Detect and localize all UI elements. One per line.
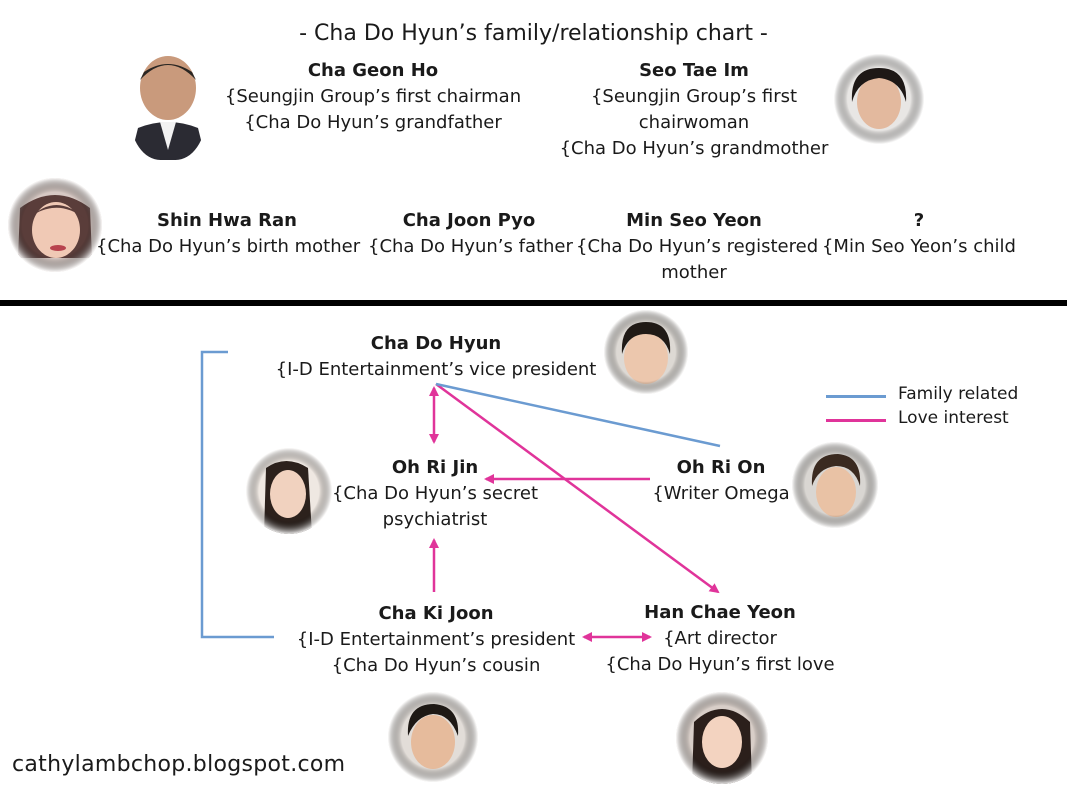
person-han-chae-yeon: Han Chae Yeon {Art director {Cha Do Hyun… <box>604 600 836 678</box>
person-oh-ri-jin: Oh Ri Jin {Cha Do Hyun’s secret psychiat… <box>330 455 540 533</box>
avatar-oh-ri-on <box>792 442 878 528</box>
person-detail: {Cha Do Hyun’s first love <box>604 652 836 678</box>
person-detail: {Cha Do Hyun’s cousin <box>294 653 578 679</box>
person-name: Cha Do Hyun <box>274 331 598 357</box>
avatar-cha-ki-joon <box>388 692 478 782</box>
avatar-oh-ri-jin <box>246 448 332 534</box>
person-detail: {Art director <box>604 626 836 652</box>
legend-love-swatch <box>826 419 886 422</box>
person-cha-ki-joon: Cha Ki Joon {I-D Entertainment’s preside… <box>294 601 578 679</box>
legend-love-label: Love interest <box>898 408 1009 428</box>
person-detail: {Writer Omega <box>650 481 792 507</box>
avatar-cha-do-hyun <box>604 310 688 394</box>
legend-family-label: Family related <box>898 384 1018 404</box>
person-oh-ri-on: Oh Ri On {Writer Omega <box>650 455 792 507</box>
avatar-han-chae-yeon <box>676 692 768 784</box>
person-name: Oh Ri Jin <box>330 455 540 481</box>
watermark: cathylambchop.blogspot.com <box>12 752 345 777</box>
person-name: Cha Ki Joon <box>294 601 578 627</box>
person-cha-do-hyun: Cha Do Hyun {I-D Entertainment’s vice pr… <box>274 331 598 383</box>
person-detail: psychiatrist <box>330 507 540 533</box>
person-name: Han Chae Yeon <box>604 600 836 626</box>
legend-family-swatch <box>826 395 886 398</box>
person-detail: {Cha Do Hyun’s secret <box>330 481 540 507</box>
person-detail: {I-D Entertainment’s president <box>294 627 578 653</box>
person-detail: {I-D Entertainment’s vice president <box>274 357 598 383</box>
person-name: Oh Ri On <box>650 455 792 481</box>
